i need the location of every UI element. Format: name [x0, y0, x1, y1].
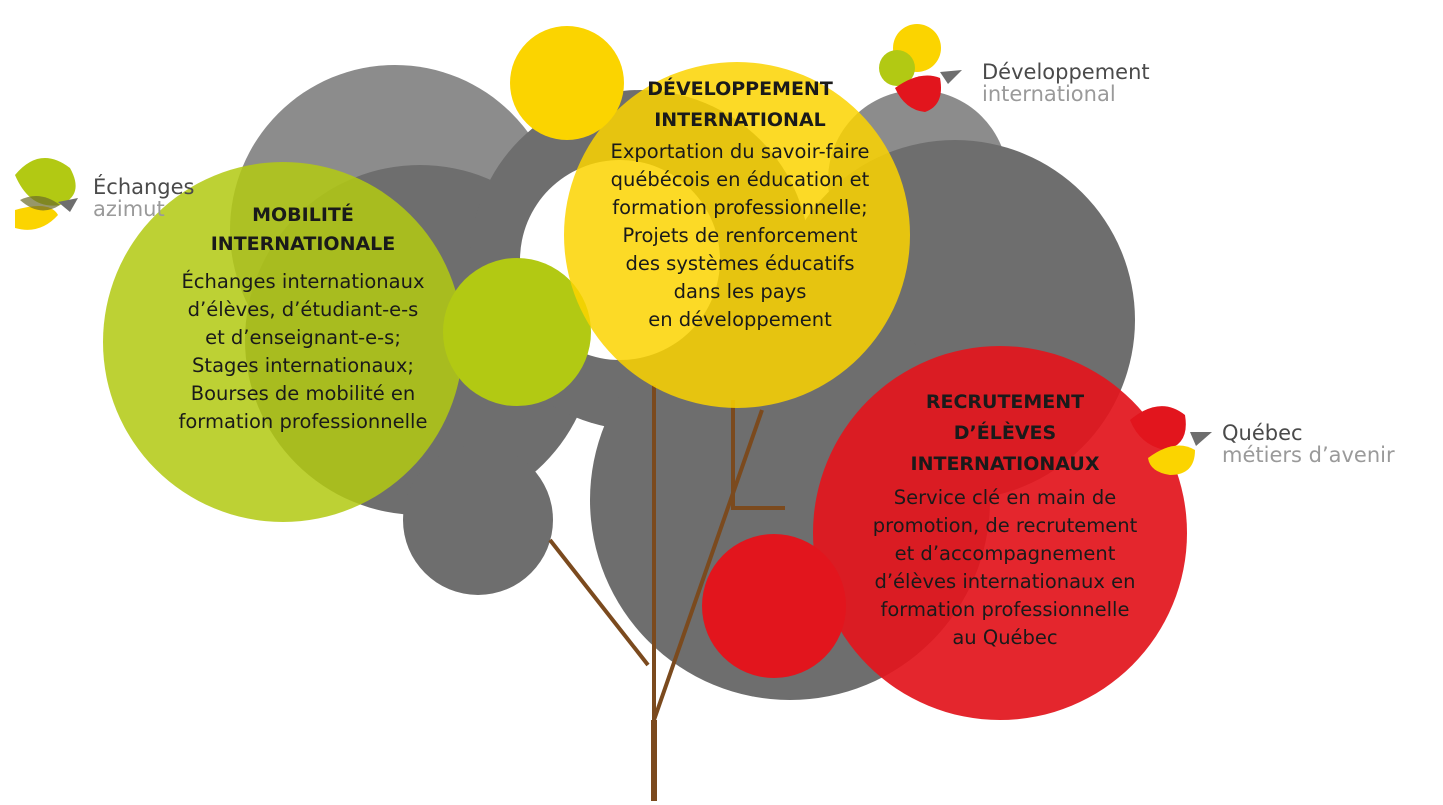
recruitment-title-line3: INTERNATIONAUX: [910, 453, 1100, 475]
recruitment-title-line1: RECRUTEMENT: [925, 391, 1085, 413]
mobility-line: d’élèves, d’étudiant-e-s: [187, 298, 419, 321]
branch-left: [548, 538, 650, 667]
recruitment-line: promotion, de recrutement: [872, 514, 1138, 537]
recruitment-body: Service clé en main de promotion, de rec…: [850, 484, 1160, 652]
recruitment-line: Service clé en main de: [893, 486, 1117, 509]
mobility-line: Échanges internationaux: [181, 270, 425, 293]
echanges-azimut-leaf-icon: [15, 158, 78, 230]
mobility-line: et d’enseignant-e-s;: [205, 326, 401, 349]
development-line: des systèmes éducatifs: [625, 252, 855, 275]
recruitment-line: formation professionnelle: [880, 598, 1130, 621]
mobility-line: Stages internationaux;: [192, 354, 414, 377]
development-line: Exportation du savoir-faire: [610, 140, 870, 163]
mobility-title-line1: MOBILITÉ: [252, 204, 354, 226]
canopy-circle-lower-left: [403, 445, 553, 595]
mobility-circle: [103, 162, 463, 522]
recruitment-line: et d’accompagnement: [894, 542, 1116, 565]
development-line: Projets de renforcement: [622, 224, 858, 247]
developpement-international-logo: Développement international: [982, 61, 1150, 105]
development-title-line2: INTERNATIONAL: [654, 109, 826, 131]
development-line: québécois en éducation et: [610, 168, 870, 191]
mobility-title-line2: INTERNATIONALE: [210, 233, 396, 255]
quebec-logo-line2: métiers d’avenir: [1222, 443, 1395, 467]
tree-trunk: [548, 385, 785, 801]
branch-right: [652, 409, 764, 721]
mobility-text: MOBILITÉ INTERNATIONALE Échanges interna…: [133, 200, 473, 436]
colored-circles: [103, 26, 1187, 720]
recruitment-text: RECRUTEMENT D’ÉLÈVES INTERNATIONAUX Serv…: [850, 387, 1160, 652]
recruitment-small-circle: [702, 534, 846, 678]
developpement-logo-line2: international: [982, 82, 1116, 106]
quebec-metiers-leaf-icon: [1130, 406, 1212, 475]
recruitment-title-line2: D’ÉLÈVES: [953, 422, 1057, 444]
development-line: en développement: [648, 308, 832, 331]
mobility-line: Bourses de mobilité en: [190, 382, 416, 405]
development-line: dans les pays: [673, 280, 807, 303]
developpement-international-leaf-icon: [879, 24, 962, 112]
recruitment-circle: [813, 346, 1187, 720]
recruitment-line: au Québec: [952, 626, 1058, 649]
mobility-body: Échanges internationaux d’élèves, d’étud…: [133, 268, 473, 436]
development-title-line1: DÉVELOPPEMENT: [647, 78, 833, 100]
development-body: Exportation du savoir-faire québécois en…: [590, 138, 890, 334]
echanges-logo-line2: azimut: [93, 197, 165, 221]
development-small-circle: [510, 26, 624, 140]
mobility-line: formation professionnelle: [178, 410, 428, 433]
recruitment-line: d’élèves internationaux en: [874, 570, 1136, 593]
echanges-azimut-logo: Échanges azimut: [93, 176, 195, 220]
quebec-metiers-logo: Québec métiers d’avenir: [1222, 422, 1395, 466]
mobility-small-circle: [443, 258, 591, 406]
development-circle: [564, 62, 910, 408]
development-line: formation professionnelle;: [612, 196, 868, 219]
development-text: DÉVELOPPEMENT INTERNATIONAL Exportation …: [590, 74, 890, 334]
quebec-logo-line1: Québec: [1222, 421, 1303, 445]
developpement-logo-line1: Développement: [982, 60, 1150, 84]
echanges-logo-line1: Échanges: [93, 175, 195, 199]
